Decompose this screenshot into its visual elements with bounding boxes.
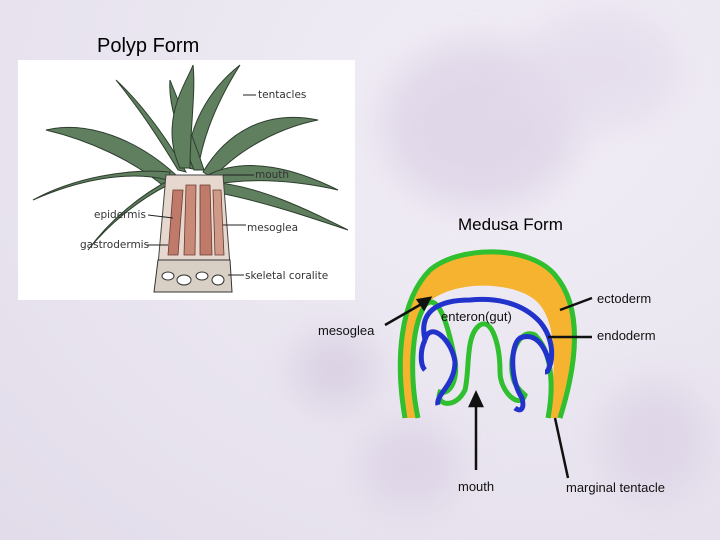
medusa-title: Medusa Form <box>458 215 563 235</box>
label-enteron: enteron(gut) <box>441 309 512 324</box>
endoderm-inner <box>421 340 550 372</box>
polyp-diagram: tentacles mouth epidermis mesoglea gastr… <box>18 60 355 300</box>
label-ectoderm: ectoderm <box>597 291 651 306</box>
ectoderm-outline <box>400 252 574 418</box>
tentacle <box>172 65 194 168</box>
label-skeletal-coralite: skeletal coralite <box>245 270 328 282</box>
label-polyp-mesoglea: mesoglea <box>247 222 298 234</box>
label-tentacles: tentacles <box>258 89 306 101</box>
label-polyp-mouth: mouth <box>255 169 289 181</box>
label-gastrodermis: gastrodermis <box>80 239 149 251</box>
background-blob <box>290 330 380 410</box>
background-blob <box>520 10 680 130</box>
label-medusa-mouth: mouth <box>458 479 494 494</box>
label-epidermis: epidermis <box>94 209 146 221</box>
column-body <box>154 175 232 292</box>
polyp-title: Polyp Form <box>97 35 199 58</box>
label-marginal-tentacle: marginal tentacle <box>566 480 665 495</box>
label-endoderm: endoderm <box>597 328 656 343</box>
background-blob <box>360 420 460 510</box>
label-medusa-mesoglea: mesoglea <box>318 323 374 338</box>
medusa-bell-mesoglea <box>400 252 574 418</box>
